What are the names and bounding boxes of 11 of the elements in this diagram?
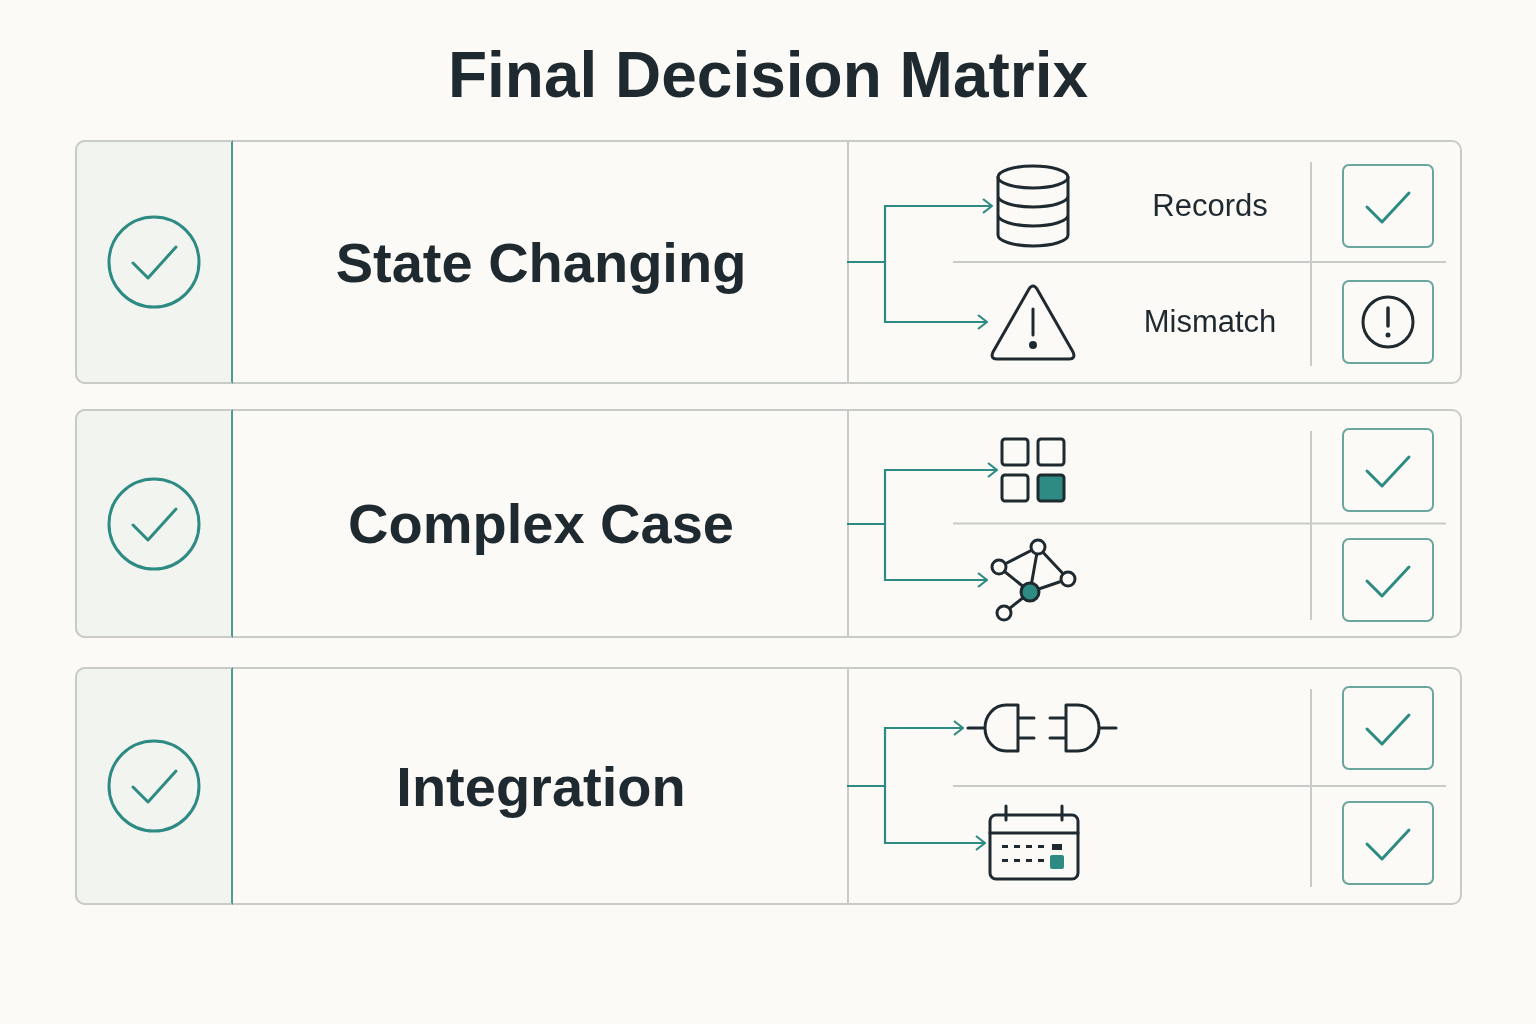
diagram-title: Final Decision Matrix [446, 38, 1090, 113]
database-icon [995, 164, 1071, 248]
network-icon [990, 537, 1078, 623]
row-title: Integration [396, 753, 686, 819]
icon-label: Mismatch [1142, 303, 1278, 341]
row-title: Complex Case [348, 491, 734, 556]
warning-icon [990, 283, 1076, 361]
row-title: State Changing [335, 229, 747, 295]
grid-icon [1000, 437, 1066, 503]
calendar-icon [988, 803, 1082, 883]
icon-label: Records [1151, 187, 1269, 225]
